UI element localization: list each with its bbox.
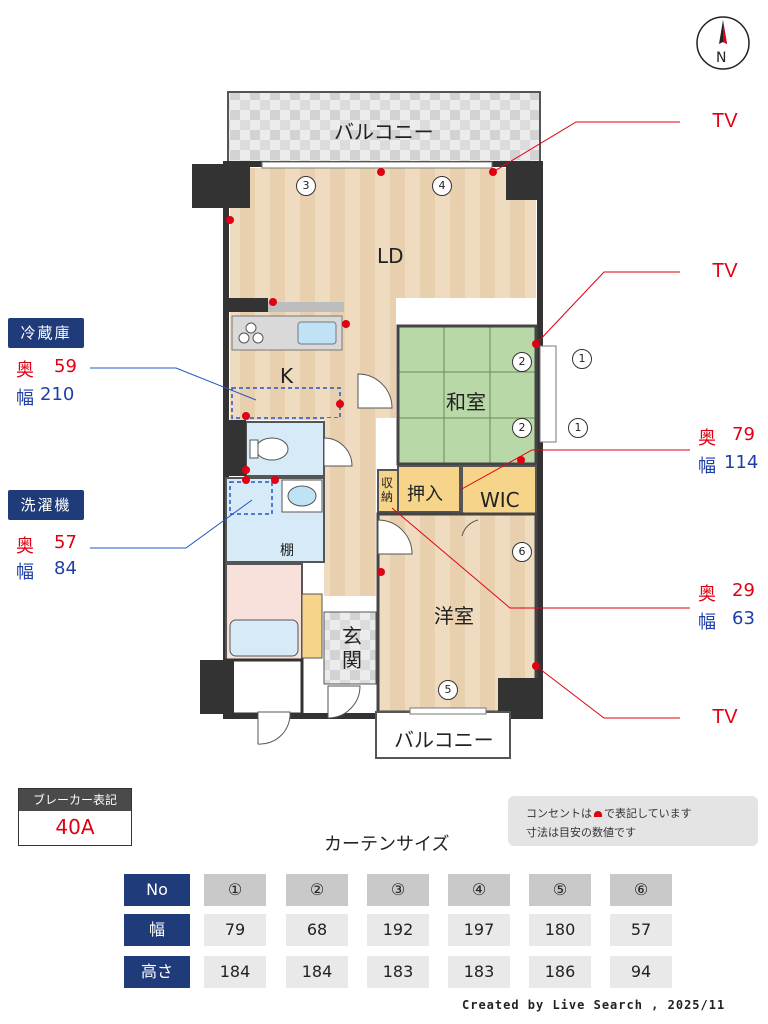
shuno-width-label: 幅 — [698, 612, 716, 633]
shuno-label: 収納 — [381, 476, 394, 504]
ld-label: LD — [377, 244, 404, 268]
curtain-number: ① — [204, 874, 266, 906]
curtain-width: 197 — [448, 914, 510, 946]
breaker-title: ブレーカー表記 — [19, 789, 131, 811]
window-mark: 2 — [512, 352, 532, 372]
outlet-icon — [594, 811, 602, 817]
floor-plan — [90, 91, 690, 759]
curtain-height: 183 — [367, 956, 429, 988]
fridge-depth: 59 — [54, 356, 77, 377]
oshiire-label: 押入 — [407, 484, 443, 505]
curtain-number: ③ — [367, 874, 429, 906]
curtain-number: ⑤ — [529, 874, 591, 906]
tana-label: 棚 — [280, 543, 294, 559]
fridge-depth-label: 奥 — [16, 360, 34, 381]
ld-floor — [230, 168, 536, 298]
window-mark: 6 — [512, 542, 532, 562]
balcony-bottom-label: バルコニー — [394, 728, 494, 752]
fridge-width-label: 幅 — [16, 388, 34, 409]
window-mark: 3 — [296, 176, 316, 196]
balcony-bottom — [375, 711, 511, 759]
note-line1: コンセントは — [526, 807, 592, 820]
curtain-number: ⑥ — [610, 874, 672, 906]
compass-icon — [696, 16, 750, 70]
fridge-width: 210 — [40, 384, 75, 405]
window-mark: 4 — [432, 176, 452, 196]
shuno-depth-label: 奥 — [698, 584, 716, 605]
curtain-height: 94 — [610, 956, 672, 988]
curtain-number: ④ — [448, 874, 510, 906]
washer-depth-label: 奥 — [16, 536, 34, 557]
breaker-value: 40A — [55, 815, 95, 839]
balcony-top — [227, 91, 541, 165]
compass-label: N — [716, 50, 727, 66]
note-line2: 寸法は目安の数値です — [526, 826, 636, 839]
balcony-top-label: バルコニー — [334, 120, 434, 144]
window-mark: 5 — [438, 680, 458, 700]
shuno-depth: 29 — [732, 580, 755, 601]
oshiire-depth: 79 — [732, 424, 755, 445]
curtain-row-label: 幅 — [124, 914, 190, 946]
curtain-number: ② — [286, 874, 348, 906]
window-mark: 2 — [512, 418, 532, 438]
note-box: コンセントはで表記しています 寸法は目安の数値です — [508, 796, 758, 846]
washer-depth: 57 — [54, 532, 77, 553]
oshiire-width-label: 幅 — [698, 456, 716, 477]
breaker-box: ブレーカー表記 40A — [18, 788, 132, 846]
oshiire-box — [397, 465, 461, 513]
shuno-width: 63 — [732, 608, 755, 629]
washer-width-label: 幅 — [16, 562, 34, 583]
curtain-width: 57 — [610, 914, 672, 946]
washer-badge: 洗濯機 — [8, 490, 84, 520]
curtain-height: 183 — [448, 956, 510, 988]
compass: N — [694, 14, 752, 72]
curtain-row-label: 高さ — [124, 956, 190, 988]
tv-label: TV — [712, 260, 738, 282]
window-mark: 1 — [568, 418, 588, 438]
curtain-height: 186 — [529, 956, 591, 988]
oshiire-depth-label: 奥 — [698, 428, 716, 449]
fridge-badge: 冷蔵庫 — [8, 318, 84, 348]
note-line1b: で表記しています — [604, 807, 692, 820]
genkan-floor — [323, 611, 377, 685]
curtain-height: 184 — [204, 956, 266, 988]
curtain-width: 192 — [367, 914, 429, 946]
curtain-title: カーテンサイズ — [324, 834, 450, 855]
tv-label: TV — [712, 706, 738, 728]
washer-width: 84 — [54, 558, 77, 579]
washer-space — [229, 481, 273, 515]
curtain-height: 184 — [286, 956, 348, 988]
wic-label: WIC — [480, 488, 520, 512]
tv-label: TV — [712, 110, 738, 132]
curtain-width: 68 — [286, 914, 348, 946]
curtain-width: 79 — [204, 914, 266, 946]
credit-text: Created by Live Search , 2025/11 — [462, 998, 726, 1012]
window-mark: 1 — [572, 349, 592, 369]
curtain-width: 180 — [529, 914, 591, 946]
oshiire-width: 114 — [724, 452, 759, 473]
genkan-label: 玄関 — [342, 624, 362, 672]
curtain-row-label: No — [124, 874, 190, 906]
washitsu-label: 和室 — [446, 390, 486, 414]
youshitsu-label: 洋室 — [434, 604, 474, 628]
kitchen-label: K — [280, 364, 294, 388]
